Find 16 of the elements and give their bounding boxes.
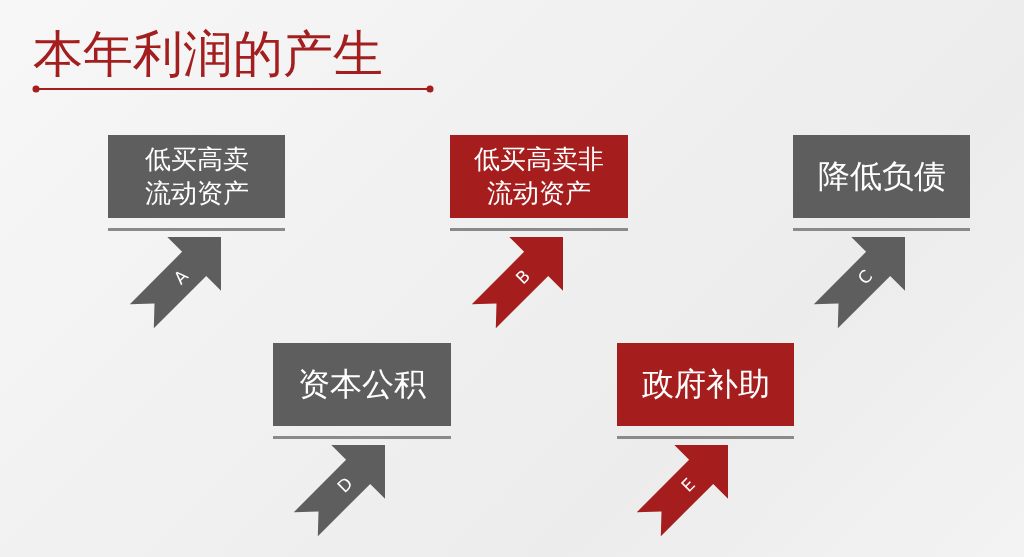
arrow [813,237,905,329]
edge-label: D [332,472,358,499]
text-box: 资本公积 [273,343,451,439]
arrow [293,445,385,537]
text-box: 降低负债 [793,135,970,231]
edge-label: E [675,473,700,499]
text-box: 低买高卖流动资产 [108,135,285,231]
edge-label: B [510,265,535,291]
arrow [471,237,563,329]
edge-label: A [168,265,193,291]
title: 本年利润的产生 [33,24,383,84]
arrow [636,445,728,537]
edge-label: C [852,265,877,291]
arrow [129,237,221,329]
text-box: 低买高卖非流动资产 [450,135,628,231]
text-box: 政府补助 [617,343,794,439]
